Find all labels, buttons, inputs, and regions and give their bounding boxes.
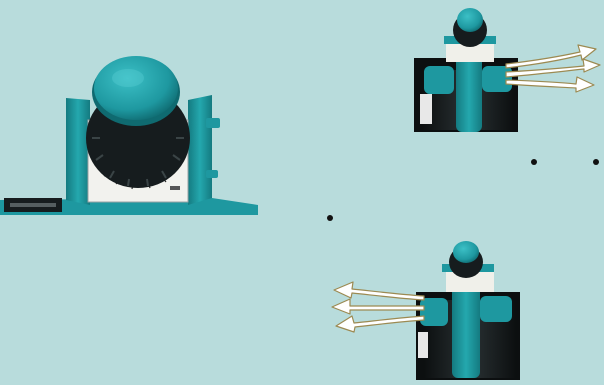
chip-arrow-3: [336, 316, 424, 332]
chip-ejection-arrows: [506, 45, 600, 92]
knob-highlight: [112, 69, 144, 87]
chip-arrow-1: [506, 45, 596, 68]
housing-screw-tab: [206, 170, 218, 178]
chip-arrow-3: [506, 77, 594, 92]
housing-screw-tab: [206, 118, 220, 128]
knob-cap: [457, 8, 483, 32]
scale-marker: [170, 186, 180, 190]
planer-chip-ejection-right: [414, 8, 600, 132]
knob-cap: [453, 241, 479, 263]
planer-label: [420, 94, 432, 124]
planer-side-cover: [480, 296, 512, 322]
bullet-2: [593, 159, 599, 165]
bullet-1: [531, 159, 537, 165]
planer-label: [418, 332, 428, 358]
planer-side-cover: [420, 298, 448, 326]
planer-center-housing: [456, 56, 482, 132]
chip-arrow-2: [332, 299, 424, 314]
base-rail-slot: [10, 203, 56, 207]
planer-center-housing: [452, 286, 480, 378]
chip-ejection-arrows: [332, 282, 424, 332]
knob-cap: [94, 56, 178, 120]
depth-adjust-knob-closeup: [0, 56, 258, 215]
bullet-3: [327, 215, 333, 221]
planer-side-cover: [482, 66, 512, 92]
housing-left: [66, 98, 90, 205]
housing-right: [188, 95, 212, 205]
planer-chip-ejection-left: [332, 241, 520, 380]
chip-arrow-1: [334, 282, 424, 300]
planer-side-cover: [424, 66, 454, 94]
